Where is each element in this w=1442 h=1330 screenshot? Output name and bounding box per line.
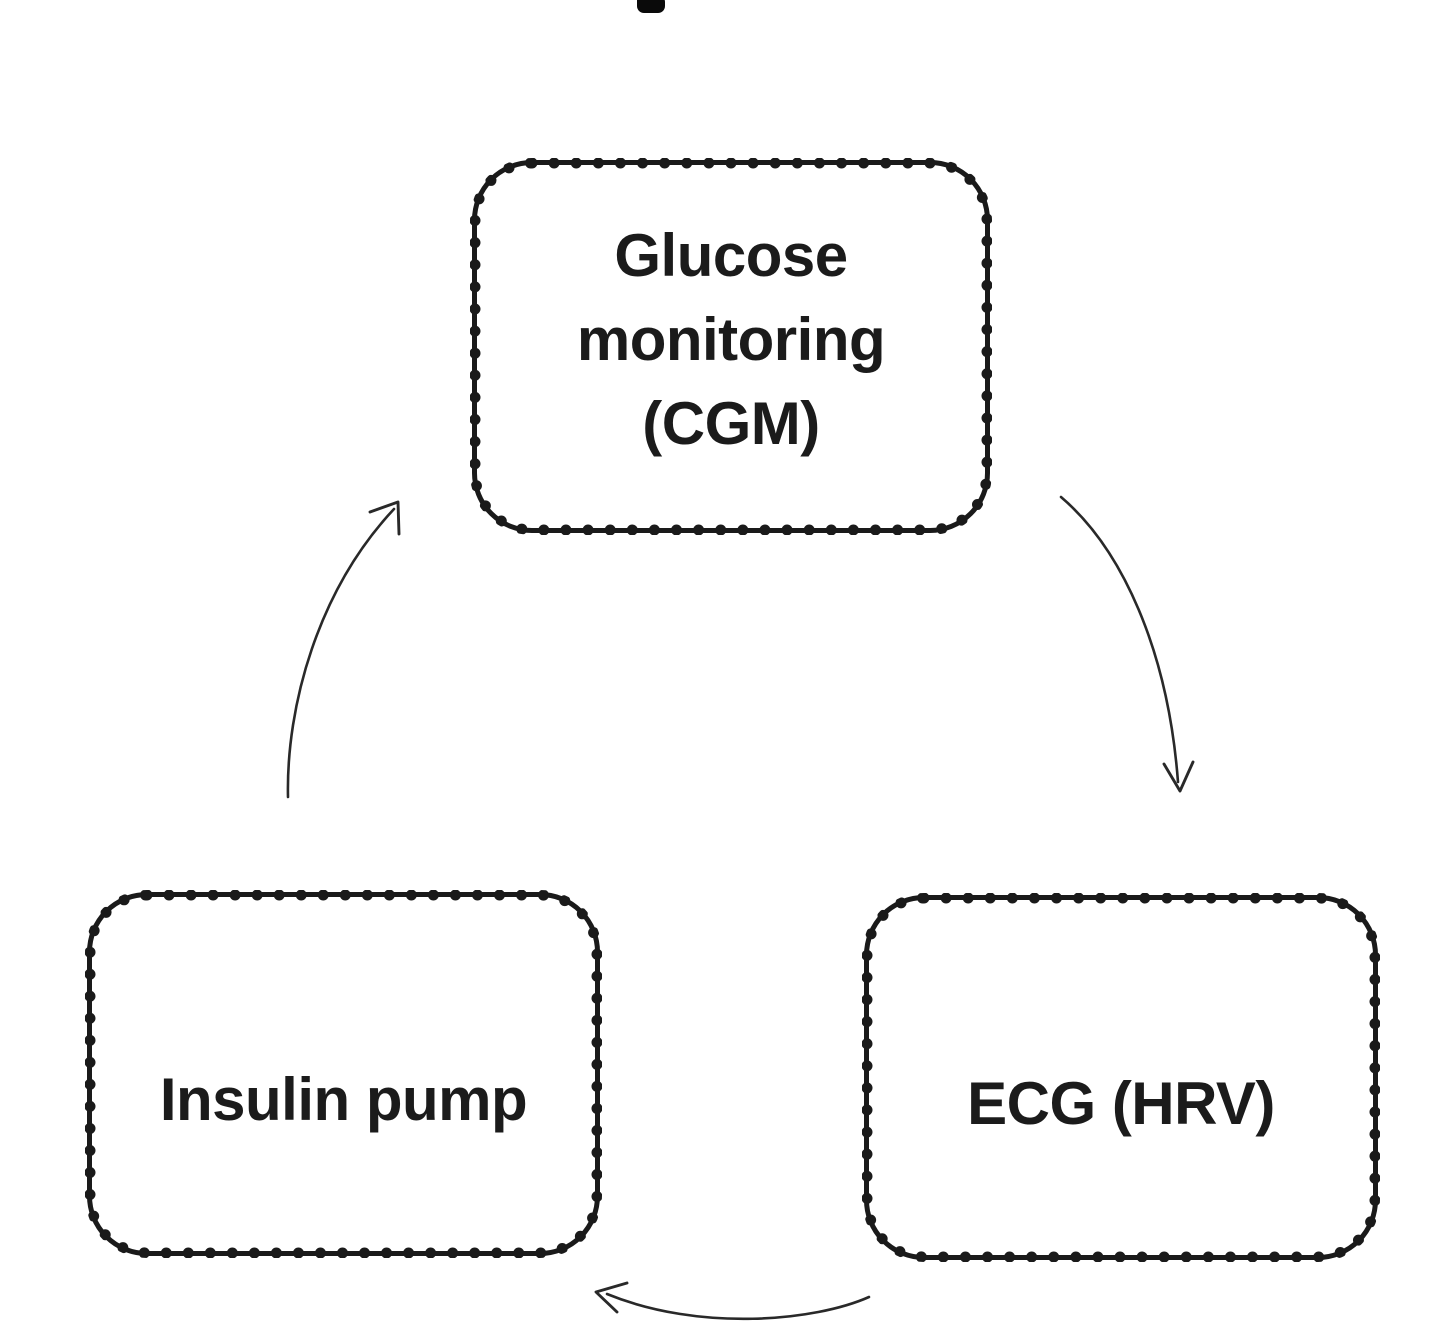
arrow-insulin-to-cgm — [286, 500, 401, 799]
node-glucose-line-3: (CGM) — [642, 389, 820, 457]
arrow-ecg-to-insulin — [594, 1281, 871, 1321]
ink-blot-mark — [637, 0, 665, 13]
arrow-ecg-to-insulin-shaft — [605, 1292, 871, 1321]
arrow-ecg-to-insulin-arrowhead-icon — [594, 1281, 629, 1314]
arrow-cgm-to-ecg-shaft — [1059, 495, 1180, 784]
node-insulin-line-1: Insulin pump — [159, 1066, 528, 1133]
node-glucose-line-1: Glucose — [614, 221, 848, 289]
node-ecg-hrv: ECG (HRV) — [862, 893, 1380, 1262]
node-ecg-label: ECG (HRV) — [967, 1062, 1275, 1146]
arrow-cgm-to-ecg-arrowhead-icon — [1162, 760, 1195, 793]
arrow-cgm-to-ecg — [1059, 495, 1195, 793]
arrow-insulin-to-cgm-arrowhead-icon — [368, 500, 401, 536]
arrow-insulin-to-cgm-shaft — [286, 507, 396, 799]
node-insulin-label: Insulin pump — [159, 1058, 528, 1142]
node-ecg-line-1: ECG (HRV) — [967, 1069, 1275, 1137]
node-glucose-label: Glucose monitoring (CGM) — [576, 214, 886, 466]
node-insulin-pump: Insulin pump — [85, 890, 602, 1258]
node-glucose-line-2: monitoring — [576, 305, 886, 373]
node-glucose-monitoring-cgm: Glucose monitoring (CGM) — [470, 158, 992, 535]
